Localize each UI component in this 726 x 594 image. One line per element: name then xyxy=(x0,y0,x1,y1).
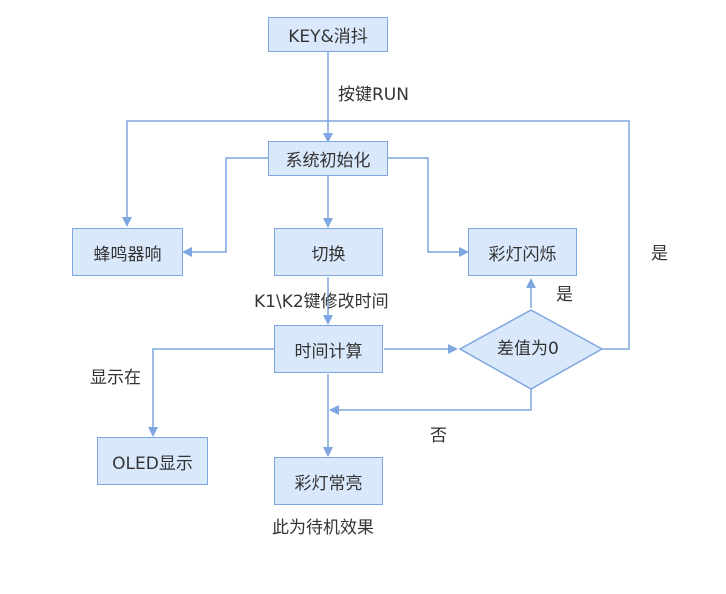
edge-init-to-buzzer xyxy=(182,157,268,257)
node-key-debounce: KEY&消抖 xyxy=(268,17,388,52)
label-press-run: 按键RUN xyxy=(338,85,409,105)
label-yes-up: 是 xyxy=(556,285,573,305)
node-light-steady: 彩灯常亮 xyxy=(274,457,383,505)
label-no: 否 xyxy=(430,426,447,446)
edge-diff-no-return xyxy=(329,389,532,415)
edge-calc-to-oled xyxy=(148,348,274,437)
decision-diff-zero: 差值为0 xyxy=(497,339,559,359)
label-standby-effect: 此为待机效果 xyxy=(272,518,374,538)
node-switch: 切换 xyxy=(274,228,383,276)
label-k1-k2-modify-time: K1\K2键修改时间 xyxy=(254,292,389,312)
edge-init-to-flash xyxy=(388,157,469,257)
node-oled-display: OLED显示 xyxy=(97,437,208,485)
label-yes-loop: 是 xyxy=(651,244,668,264)
node-buzzer: 蜂鸣器响 xyxy=(72,228,183,276)
node-system-init: 系统初始化 xyxy=(268,141,388,176)
node-light-flash: 彩灯闪烁 xyxy=(468,228,577,276)
edge-diff-loop-to-buzzer xyxy=(122,120,630,350)
node-time-calc: 时间计算 xyxy=(274,325,383,373)
label-show-on: 显示在 xyxy=(90,368,141,388)
decision-diamond-shape xyxy=(458,309,604,390)
